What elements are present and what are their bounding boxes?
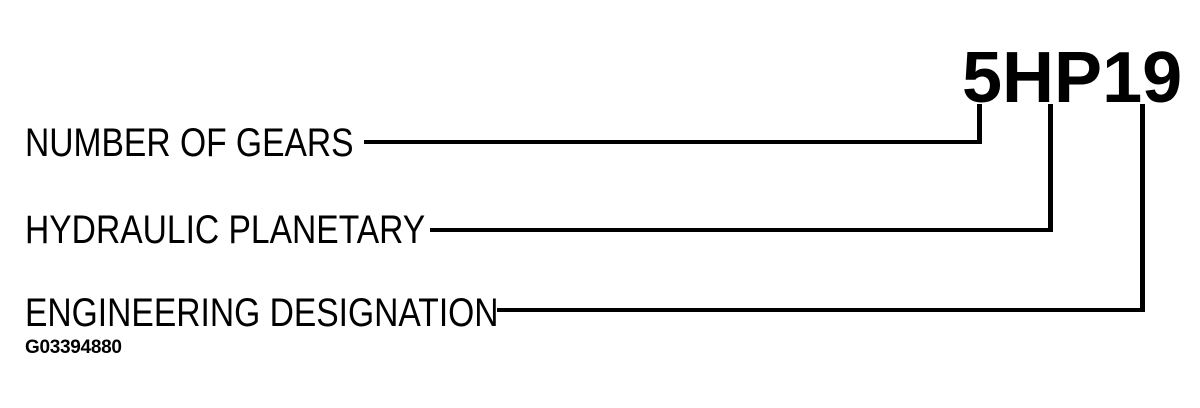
callout-label-hydraulic-planetary: HYDRAULIC PLANETARY	[25, 208, 426, 252]
connector-engineering-designation-horizontal	[497, 308, 1145, 312]
connector-hydraulic-planetary-horizontal	[430, 228, 1053, 232]
callout-label-engineering-designation: ENGINEERING DESIGNATION	[25, 291, 499, 335]
callout-label-number-of-gears: NUMBER OF GEARS	[25, 121, 354, 165]
connector-number-of-gears-horizontal	[364, 140, 982, 144]
connector-engineering-designation-vertical	[1140, 104, 1145, 312]
connector-number-of-gears-vertical	[977, 104, 982, 144]
figure-id: G03394880	[25, 337, 122, 358]
connector-hydraulic-planetary-vertical	[1048, 104, 1053, 232]
designation-code: 5HP19	[962, 38, 1183, 118]
